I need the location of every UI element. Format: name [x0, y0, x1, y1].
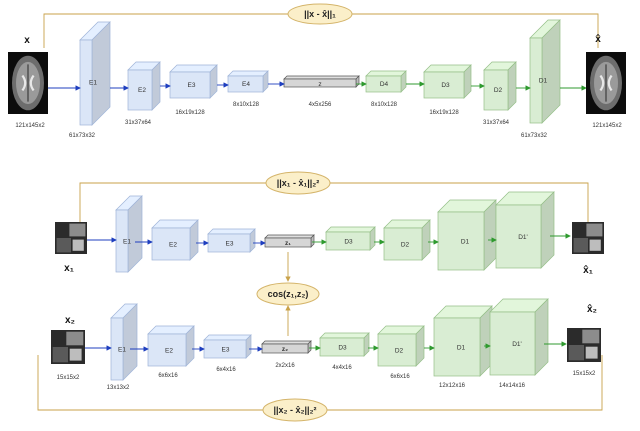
- mid-input-patch: [55, 222, 87, 254]
- bottom-output-size: 15x15x2: [573, 371, 596, 377]
- top-size-6: 16x19x128: [429, 110, 459, 116]
- top-output-label: x̂: [595, 34, 601, 45]
- top-output-size: 121x145x2: [592, 123, 622, 129]
- bottom-size-5: 6x6x16: [390, 374, 410, 380]
- bottom-size-4: 4x4x16: [332, 365, 352, 371]
- cos-similarity-ellipse: [256, 282, 320, 306]
- mid-block-3-label: z₁: [285, 240, 291, 247]
- bottom-block-6-label: D1: [457, 345, 466, 352]
- bottom-block-7-label: D1': [512, 341, 522, 348]
- top-loss-ellipse-label: ||x - x̂||₁: [304, 9, 336, 19]
- mid-block-1-label: E2: [169, 242, 177, 249]
- mid-output-label: x̂₁: [583, 265, 593, 276]
- bottom-loss-ellipse: [262, 398, 328, 422]
- bottom-block-0: [110, 303, 138, 381]
- bottom-size-6: 12x12x16: [439, 383, 466, 389]
- top-size-8: 61x73x32: [521, 133, 548, 139]
- bottom-block-5: [377, 325, 425, 367]
- top-decoder-D2: [483, 61, 517, 111]
- mid-block-0-label: E1: [123, 239, 131, 246]
- mid-block-7-label: D1': [518, 234, 528, 241]
- top-encoder-E4: [227, 70, 269, 93]
- bottom-block-6: [433, 305, 493, 377]
- bottom-output-patch: [567, 328, 601, 362]
- top-input-size: 121x145x2: [15, 123, 45, 129]
- bottom-block-2-label: E3: [222, 347, 230, 354]
- bottom-block-1: [147, 325, 195, 367]
- bottom-block-2: [203, 334, 252, 359]
- mid-loss-ellipse: [265, 171, 331, 195]
- mid-loss-ellipse-label: ||x₁ - x̂₁||₂²: [277, 178, 320, 188]
- cos-similarity-ellipse-label: cos(z₁,z₂): [268, 289, 309, 299]
- mid-block-5: [383, 219, 431, 261]
- bottom-block-4: [319, 332, 370, 357]
- mid-block-0: [115, 195, 143, 273]
- mid-block-2: [207, 228, 256, 253]
- top-input-label: x: [24, 35, 30, 46]
- mid-loss-loop: [79, 182, 589, 222]
- top-decoder-D3-label: D3: [441, 82, 450, 89]
- top-decoder-D3: [423, 64, 472, 99]
- bottom-loss-ellipse-label: ||x₂ - x̂₂||₂²: [273, 405, 316, 415]
- top-encoder-E4-label: E4: [242, 81, 250, 88]
- bottom-block-3: [261, 340, 312, 354]
- mid-block-6: [437, 199, 497, 271]
- bottom-size-7: 14x14x16: [499, 383, 526, 389]
- top-decoder-D2-label: D2: [494, 87, 503, 94]
- bottom-block-0-label: E1: [118, 347, 126, 354]
- bottom-block-4-label: D3: [338, 345, 347, 352]
- top-decoder-D1-label: D1: [539, 78, 548, 85]
- top-encoder-E2: [127, 61, 161, 111]
- mid-block-4-label: D3: [344, 239, 353, 246]
- top-size-4: 4x5x256: [309, 102, 332, 108]
- top-decoder-D4: [365, 70, 407, 93]
- top-input-brain: [8, 52, 48, 114]
- bottom-input-patch: [51, 330, 85, 364]
- top-encoder-E1: [79, 21, 111, 126]
- bottom-block-5-label: D2: [395, 348, 404, 355]
- top-encoder-E3: [169, 64, 218, 99]
- mid-block-2-label: E3: [226, 241, 234, 248]
- mid-block-3: [264, 234, 315, 248]
- top-encoder-E2-label: E2: [138, 87, 146, 94]
- top-latent-label: z: [318, 81, 321, 88]
- mid-input-label: x₁: [64, 263, 74, 274]
- bottom-size-0: 13x13x2: [107, 385, 130, 391]
- bottom-block-3-label: z₂: [282, 346, 288, 353]
- bottom-output-label: x̂₂: [587, 304, 597, 315]
- mid-block-7: [495, 191, 555, 269]
- top-decoder-D4-label: D4: [380, 81, 389, 88]
- top-latent-z: [283, 75, 360, 88]
- top-size-2: 16x19x128: [175, 110, 205, 116]
- top-encoder-E1-label: E1: [89, 80, 97, 87]
- top-size-1: 31x37x64: [125, 120, 152, 126]
- bottom-block-7: [489, 298, 549, 376]
- top-size-7: 31x37x64: [483, 120, 510, 126]
- top-encoder-E3-label: E3: [188, 82, 196, 89]
- mid-block-1: [151, 219, 199, 261]
- top-size-0: 61x73x32: [69, 133, 96, 139]
- bottom-size-3: 2x2x16: [275, 363, 295, 369]
- mid-output-patch: [572, 222, 604, 254]
- bottom-block-1-label: E2: [165, 348, 173, 355]
- mid-block-6-label: D1: [461, 239, 470, 246]
- top-decoder-D1: [529, 19, 561, 124]
- top-output-brain: [586, 52, 626, 114]
- top-size-5: 8x10x128: [371, 102, 398, 108]
- top-loss-ellipse: [287, 3, 353, 25]
- mid-block-5-label: D2: [401, 242, 410, 249]
- top-size-3: 8x10x128: [233, 102, 260, 108]
- bottom-input-label: x₂: [65, 315, 75, 326]
- bottom-size-1: 6x6x16: [158, 373, 178, 379]
- bottom-size-2: 6x4x16: [216, 367, 236, 373]
- bottom-input-size: 15x15x2: [57, 375, 80, 381]
